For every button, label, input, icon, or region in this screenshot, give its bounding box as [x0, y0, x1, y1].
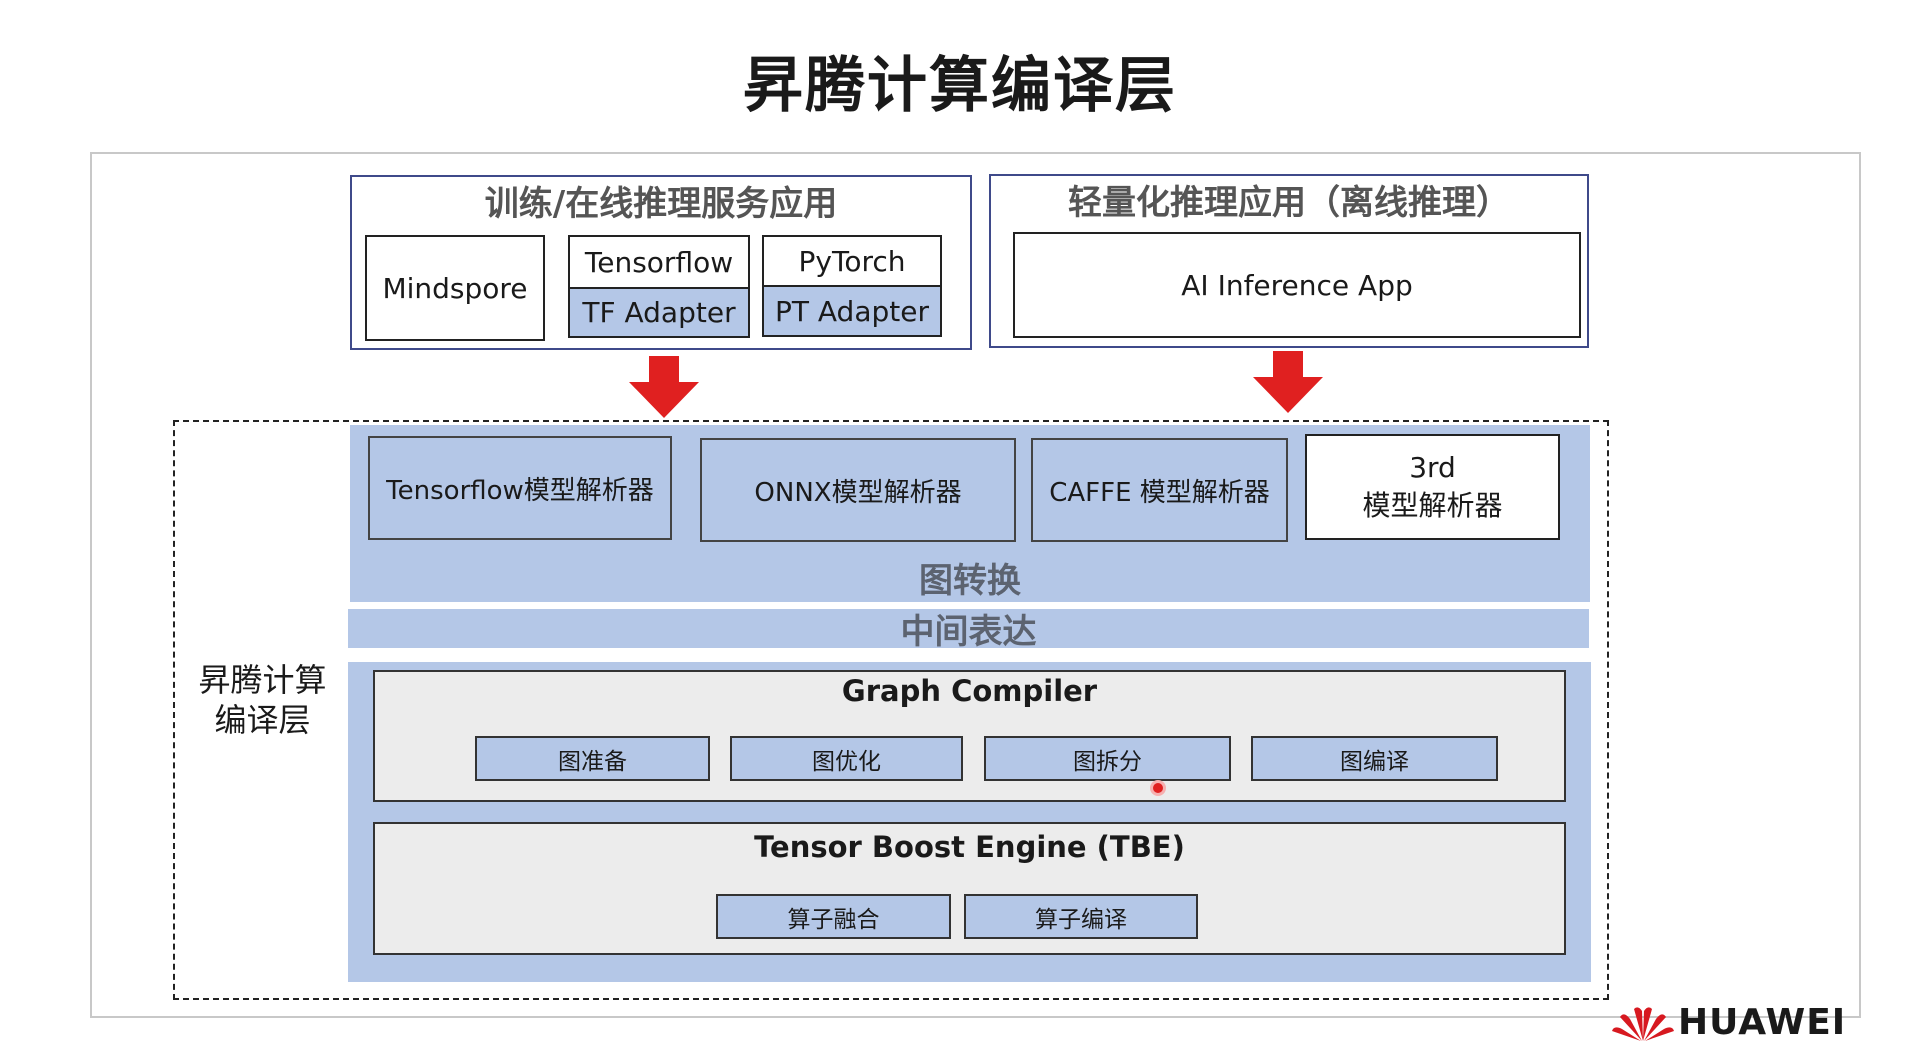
intermediate-representation-band: 中间表达 [348, 609, 1589, 652]
compile-layer-frame [173, 420, 1609, 1000]
operator-compile-chip: 算子编译 [964, 894, 1198, 939]
graph-partition-chip: 图拆分 [984, 736, 1231, 781]
down-arrow-icon [1253, 351, 1323, 413]
pointer-indicator [1150, 780, 1166, 796]
tf-adapter-box: TF Adapter [568, 287, 750, 338]
tensorflow-parser: Tensorflow模型解析器 [368, 436, 672, 540]
third-party-parser-line1: 3rd [1409, 451, 1456, 484]
graph-prepare-chip: 图准备 [475, 736, 710, 781]
operator-fusion-chip: 算子融合 [716, 894, 951, 939]
compile-layer-label-line1: 昇腾计算 [198, 661, 327, 699]
third-party-parser-line2: 模型解析器 [1362, 489, 1503, 522]
ai-inference-app-box: AI Inference App [1013, 232, 1581, 338]
compile-layer-label-line2: 编译层 [214, 701, 311, 739]
pt-adapter-box: PT Adapter [762, 285, 942, 337]
pytorch-box: PyTorch [762, 235, 942, 287]
page-title: 昇腾计算编译层 [743, 50, 1177, 121]
diagram-frame [90, 152, 1861, 1018]
caffe-parser: CAFFE 模型解析器 [1031, 438, 1288, 542]
tbe-title: Tensor Boost Engine (TBE) [754, 830, 1185, 864]
training-apps-title: 训练/在线推理服务应用 [484, 183, 838, 224]
brand-name: HUAWEI [1678, 1002, 1847, 1043]
graph-conversion-label: 图转换 [919, 560, 1021, 601]
onnx-parser: ONNX模型解析器 [700, 438, 1016, 542]
tensorflow-box: Tensorflow [568, 235, 750, 289]
graph-optimize-chip: 图优化 [730, 736, 963, 781]
mindspore-box: Mindspore [365, 235, 545, 341]
compile-layer-label: 昇腾计算 编译层 [180, 655, 345, 745]
offline-inference-title: 轻量化推理应用（离线推理） [1068, 182, 1510, 223]
huawei-logo-icon [1612, 1007, 1674, 1041]
graph-compile-chip: 图编译 [1251, 736, 1498, 781]
down-arrow-icon [629, 356, 699, 418]
third-party-parser: 3rd 模型解析器 [1305, 434, 1560, 540]
graph-compiler-title: Graph Compiler [841, 674, 1098, 708]
